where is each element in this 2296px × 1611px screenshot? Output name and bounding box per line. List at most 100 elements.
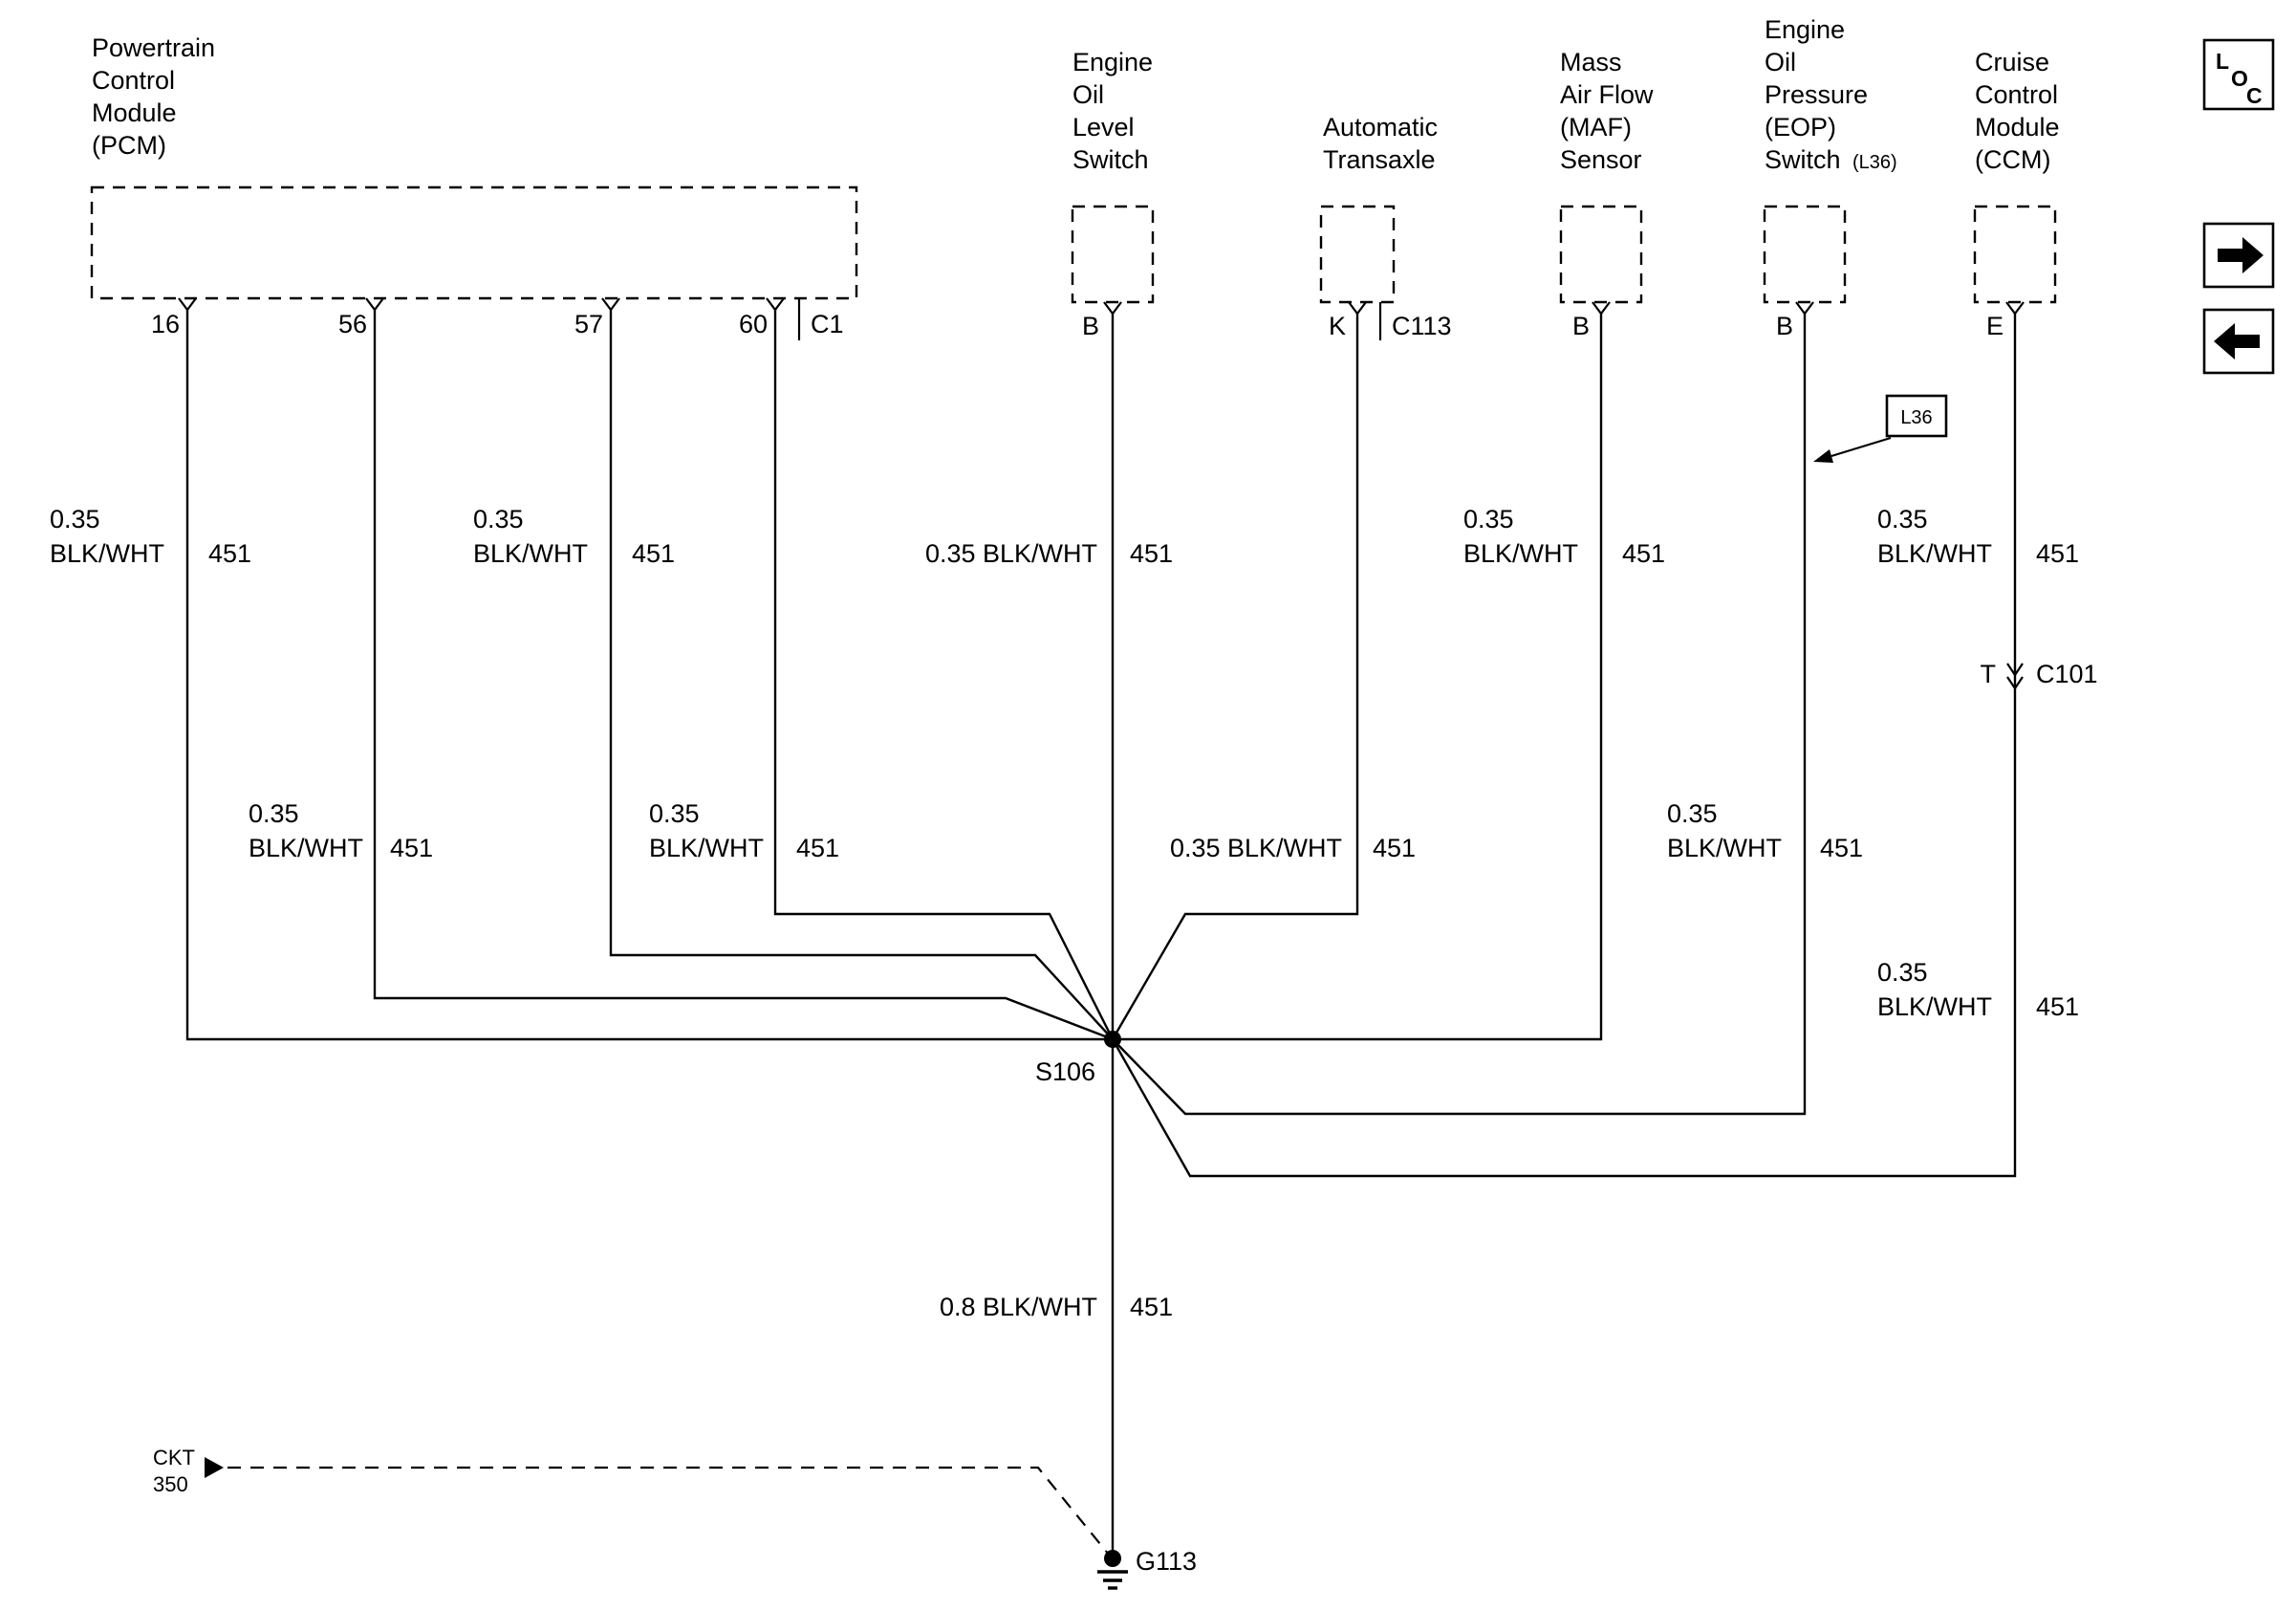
inline-connector-id: C101 xyxy=(2036,660,2098,688)
wire-color: BLK/WHT xyxy=(473,539,588,568)
pin-chevron-ccm-e xyxy=(2005,301,2025,316)
inline-connector-chevron xyxy=(2006,663,2024,677)
ccm-label-line: Control xyxy=(1975,80,2058,109)
transaxle-label: Automatic Transaxle xyxy=(1323,113,1438,174)
wire-size: 0.35 xyxy=(1667,799,1718,828)
eop-label-line: (EOP) xyxy=(1765,113,1836,142)
eop-rpo-code: (L36) xyxy=(1852,152,1897,173)
next-page-box xyxy=(2202,222,2275,289)
component-box-pcm xyxy=(90,185,858,300)
eols-label-line: Level xyxy=(1072,113,1135,142)
l36-callout-box xyxy=(1885,394,1948,438)
loc-box xyxy=(2202,38,2275,111)
pin-chevron-eols-b xyxy=(1103,301,1122,316)
wire-color: BLK/WHT xyxy=(1877,992,1992,1021)
right-arrow-icon xyxy=(2218,237,2264,273)
wire-pcm-16 xyxy=(185,310,1113,1041)
oil-level-switch-label: Engine Oil Level Switch xyxy=(1072,48,1153,174)
wire-circuit: 451 xyxy=(1130,539,1173,568)
splice-dot-s106 xyxy=(1104,1031,1121,1048)
prev-page-button[interactable] xyxy=(2202,308,2275,375)
l36-callout-arrowhead xyxy=(1813,449,1833,463)
wire-circuit: 451 xyxy=(390,834,433,862)
wire-size: 0.35 xyxy=(1877,505,1928,533)
wire-size-color: 0.35 BLK/WHT xyxy=(1170,834,1342,862)
wire-color: BLK/WHT xyxy=(649,834,764,862)
connector-id-c1: C1 xyxy=(811,310,844,338)
inline-connector-chevron xyxy=(2006,676,2024,690)
trans-label-line: Automatic xyxy=(1323,113,1438,142)
pin-id-57: 57 xyxy=(574,310,603,338)
pin-chevrons xyxy=(178,297,2025,340)
pin-chevron-eop-b xyxy=(1795,301,1814,316)
wires xyxy=(185,310,2017,1553)
ckt-dashed-lead xyxy=(227,1466,1110,1556)
wire-labels: 0.35 BLK/WHT 451 0.35 BLK/WHT 451 0.35 B… xyxy=(50,505,2079,1321)
maf-label-line: Air Flow xyxy=(1560,80,1654,109)
ground-symbol-g113 xyxy=(1097,1550,1128,1590)
next-page-button[interactable] xyxy=(2202,222,2275,289)
wire-pcm-56 xyxy=(373,310,1114,1041)
ckt-arrowhead xyxy=(205,1457,224,1478)
wire-circuit: 451 xyxy=(2036,992,2079,1021)
pin-id-60: 60 xyxy=(739,310,768,338)
pin-id-56: 56 xyxy=(338,310,367,338)
pin-id-eop-b: B xyxy=(1776,312,1793,340)
component-box-ccm xyxy=(1973,205,2057,304)
maf-sensor-label: Mass Air Flow (MAF) Sensor xyxy=(1560,48,1654,174)
ccm-label-line: Module xyxy=(1975,113,2060,142)
wire-circuit: 451 xyxy=(2036,539,2079,568)
trans-label-line: Transaxle xyxy=(1323,145,1436,174)
loc-letter-l: L xyxy=(2216,49,2229,74)
wire-color: BLK/WHT xyxy=(249,834,363,862)
pcm-label-line: Powertrain xyxy=(92,33,215,62)
pcm-label: Powertrain Control Module (PCM) xyxy=(92,33,215,160)
ccm-label-line: (CCM) xyxy=(1975,145,2050,174)
wire-color: BLK/WHT xyxy=(1463,539,1578,568)
eols-label-line: Oil xyxy=(1072,80,1104,109)
l36-callout-text: L36 xyxy=(1900,407,1932,428)
pin-ids: 16 56 57 60 C1 B K C113 B B E xyxy=(151,310,2004,340)
pin-id-maf-b: B xyxy=(1572,312,1590,340)
pin-chevron-pcm-56 xyxy=(365,297,384,312)
l36-callout-arrow-line xyxy=(1830,436,1892,458)
wire-ccm xyxy=(1111,314,2017,1178)
wire-circuit: 451 xyxy=(1130,1293,1173,1321)
pin-id-trans-k: K xyxy=(1329,312,1346,340)
pin-id-16: 16 xyxy=(151,310,180,338)
ccm-label-line: Cruise xyxy=(1975,48,2049,76)
wire-pcm-57 xyxy=(609,310,1114,1040)
pcm-label-line: Control xyxy=(92,66,175,95)
ground-id-g113: G113 xyxy=(1136,1547,1197,1576)
wire-size: 0.35 xyxy=(249,799,299,828)
component-box-transaxle xyxy=(1319,205,1396,304)
wire-size: 0.35 xyxy=(473,505,524,533)
wire-size-color: 0.8 BLK/WHT xyxy=(940,1293,1097,1321)
pcm-label-line: Module xyxy=(92,98,177,127)
ckt-number: 350 xyxy=(153,1472,188,1496)
wire-circuit: 451 xyxy=(1622,539,1665,568)
loc-indicator[interactable]: L O C xyxy=(2202,38,2275,111)
pin-chevron-pcm-16 xyxy=(178,297,197,312)
maf-label-line: Mass xyxy=(1560,48,1622,76)
wire-color: BLK/WHT xyxy=(1667,834,1782,862)
pin-chevron-pcm-57 xyxy=(601,297,620,312)
maf-label-line: Sensor xyxy=(1560,145,1642,174)
wire-circuit: 451 xyxy=(1373,834,1416,862)
component-box-eop-switch xyxy=(1763,205,1847,304)
ckt-label: CKT xyxy=(153,1446,195,1469)
ccm-label: Cruise Control Module (CCM) xyxy=(1975,48,2060,174)
wire-size: 0.35 xyxy=(1877,958,1928,987)
left-arrow-icon xyxy=(2214,323,2260,359)
loc-letter-c: C xyxy=(2246,83,2263,108)
loc-letter-o: O xyxy=(2231,66,2248,91)
wire-transaxle xyxy=(1111,314,1359,1040)
eop-label-line: Pressure xyxy=(1765,80,1868,109)
prev-page-box xyxy=(2202,308,2275,375)
eols-label-line: Switch xyxy=(1072,145,1149,174)
wire-size-color: 0.35 BLK/WHT xyxy=(925,539,1097,568)
pin-chevron-maf-b xyxy=(1592,301,1611,316)
ckt-350-reference: CKT 350 xyxy=(153,1446,1110,1556)
pin-chevron-pcm-60 xyxy=(766,297,785,312)
